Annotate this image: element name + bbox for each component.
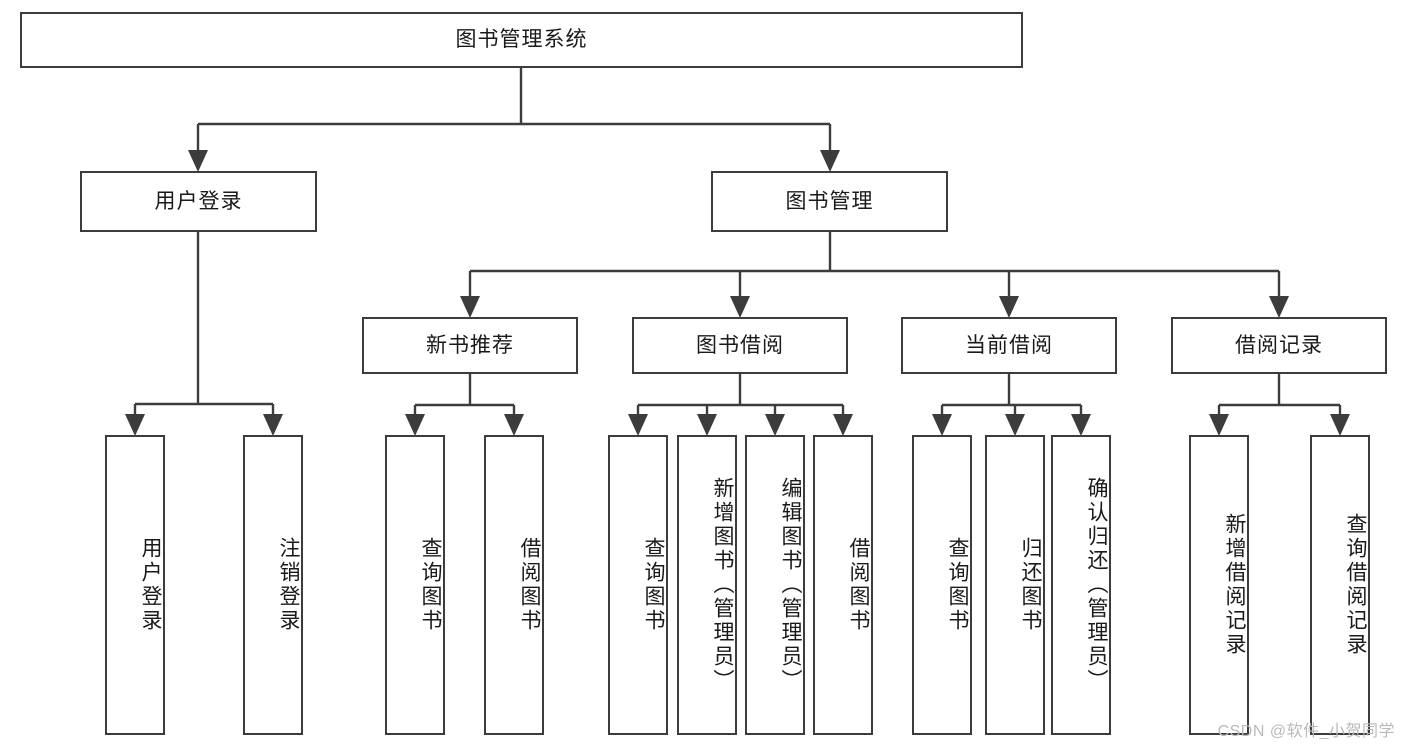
node-leaf-query-book-1-label: 查询图书	[419, 537, 442, 633]
node-leaf-query-record[interactable]: 查询借阅记录	[1310, 435, 1370, 735]
node-borrow-record[interactable]: 借阅记录	[1171, 317, 1387, 374]
node-leaf-confirm-return[interactable]: 确认归还（管理员）	[1051, 435, 1111, 735]
node-user-login-label: 用户登录	[154, 189, 243, 213]
link-borrowrecord-to-leaves	[1209, 374, 1350, 436]
node-leaf-borrow-book-1-label: 借阅图书	[518, 537, 541, 633]
node-leaf-edit-book[interactable]: 编辑图书（管理员）	[745, 435, 805, 735]
node-root[interactable]: 图书管理系统	[20, 12, 1023, 68]
node-leaf-user-login-label: 用户登录	[139, 537, 162, 633]
node-leaf-borrow-book-1[interactable]: 借阅图书	[484, 435, 544, 735]
node-leaf-add-record-label: 新增借阅记录	[1223, 513, 1246, 657]
node-leaf-logout[interactable]: 注销登录	[243, 435, 303, 735]
node-root-label: 图书管理系统	[455, 28, 588, 52]
node-leaf-query-book-3[interactable]: 查询图书	[912, 435, 972, 735]
node-new-book-recommend[interactable]: 新书推荐	[362, 317, 578, 374]
node-borrow-record-label: 借阅记录	[1235, 333, 1323, 357]
node-book-borrow[interactable]: 图书借阅	[632, 317, 848, 374]
node-leaf-borrow-book-2-label: 借阅图书	[847, 537, 870, 633]
link-userlogin-to-leaves	[125, 232, 283, 436]
node-book-manage-label: 图书管理	[785, 189, 874, 213]
node-leaf-add-book-label: 新增图书（管理员）	[711, 477, 734, 693]
node-leaf-query-record-label: 查询借阅记录	[1344, 513, 1367, 657]
node-user-login[interactable]: 用户登录	[80, 171, 317, 232]
link-currentborrow-to-leaves	[932, 374, 1091, 436]
node-leaf-return-book-label: 归还图书	[1019, 537, 1042, 633]
node-leaf-return-book[interactable]: 归还图书	[985, 435, 1045, 735]
node-book-borrow-label: 图书借阅	[696, 333, 784, 357]
node-leaf-query-book-2-label: 查询图书	[642, 537, 665, 633]
node-current-borrow-label: 当前借阅	[965, 333, 1053, 357]
csdn-watermark: CSDN @软件_小贺同学	[1217, 723, 1395, 740]
node-leaf-logout-label: 注销登录	[277, 537, 300, 633]
link-bookborrow-to-leaves	[628, 374, 853, 436]
node-current-borrow[interactable]: 当前借阅	[901, 317, 1117, 374]
node-leaf-confirm-return-label: 确认归还（管理员）	[1085, 477, 1108, 693]
node-new-book-recommend-label: 新书推荐	[426, 333, 514, 357]
node-leaf-borrow-book-2[interactable]: 借阅图书	[813, 435, 873, 735]
node-leaf-user-login[interactable]: 用户登录	[105, 435, 165, 735]
link-newbook-to-leaves	[405, 374, 524, 436]
link-bookmanage-to-level3	[460, 232, 1289, 318]
node-book-manage[interactable]: 图书管理	[711, 171, 948, 232]
node-leaf-add-record[interactable]: 新增借阅记录	[1189, 435, 1249, 735]
node-leaf-query-book-1[interactable]: 查询图书	[385, 435, 445, 735]
node-leaf-query-book-3-label: 查询图书	[946, 537, 969, 633]
node-leaf-edit-book-label: 编辑图书（管理员）	[779, 477, 802, 693]
link-root-to-level2	[188, 68, 840, 172]
node-leaf-add-book[interactable]: 新增图书（管理员）	[677, 435, 737, 735]
node-leaf-query-book-2[interactable]: 查询图书	[608, 435, 668, 735]
